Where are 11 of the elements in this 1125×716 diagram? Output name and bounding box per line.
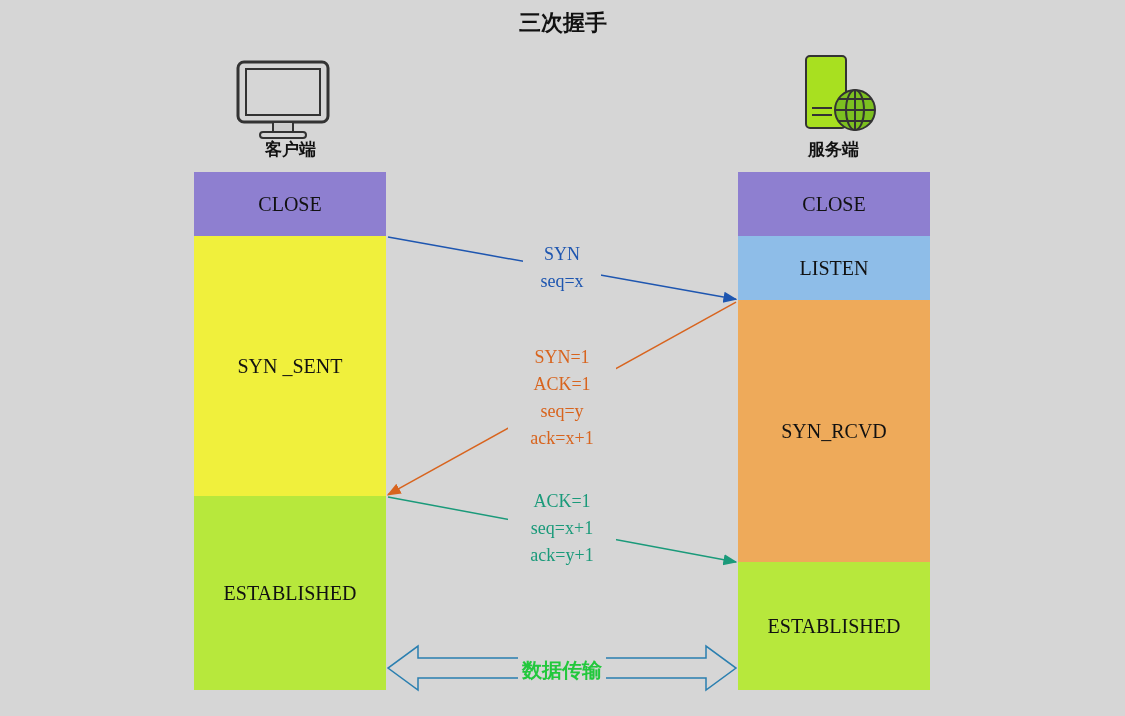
title: 三次握手 [517, 9, 608, 37]
state-box: LISTEN [738, 236, 930, 300]
column-heading: 客户端 [263, 139, 317, 161]
state-box: SYN_RCVD [738, 300, 930, 562]
state-box: CLOSE [194, 172, 386, 236]
column-heading: 服务端 [806, 139, 860, 161]
state-box: CLOSE [738, 172, 930, 236]
state-box: ESTABLISHED [194, 496, 386, 690]
state-box: ESTABLISHED [738, 562, 930, 690]
state-box: SYN _SENT [194, 236, 386, 496]
edge-label: 数据传输 [518, 656, 606, 684]
